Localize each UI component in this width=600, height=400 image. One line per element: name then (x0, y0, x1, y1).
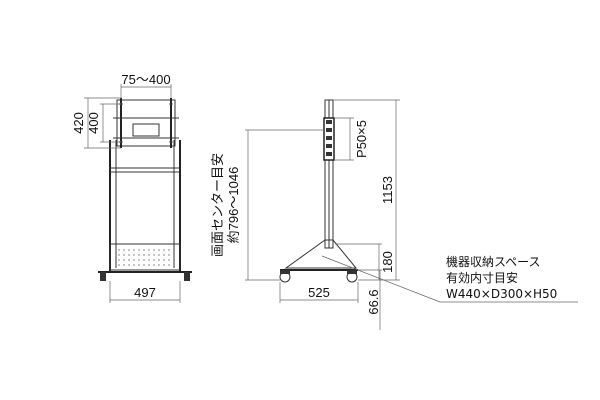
vesa-center-plate (132, 123, 160, 137)
pitch-label: P50×5 (354, 120, 369, 158)
side-caster-rear-mount (347, 270, 357, 274)
vesa-hole (169, 140, 173, 144)
height-420-label: 420 (71, 112, 86, 134)
vesa-bracket-outer (116, 99, 176, 147)
base-width-label: 497 (134, 285, 156, 300)
note-line-1: 機器収納スペース (446, 254, 541, 269)
front-storage-box (109, 243, 181, 271)
base-depth-label: 525 (308, 285, 330, 300)
front-storage-vents (118, 249, 172, 266)
equipment-space-note: 機器収納スペース 有効内寸目安 W440×D300×H50 (446, 254, 557, 301)
front-view: 75～400 420 400 497 (71, 72, 192, 303)
leader-line (321, 255, 441, 303)
side-caster-front-mount (280, 270, 290, 274)
front-caster-right (184, 272, 190, 281)
pole-height-label: 1153 (380, 176, 395, 204)
clearance-label: 66.6 (366, 289, 381, 314)
side-pitch-holes (326, 120, 332, 156)
base-height-label: 180 (380, 251, 395, 273)
center-height-range: 約796～1046 (226, 167, 241, 244)
height-400-label: 400 (86, 112, 101, 134)
side-view: 画面センター目安 約796～1046 P50×5 1153 180 525 66… (210, 99, 578, 330)
note-line-3: W440×D300×H50 (446, 287, 557, 301)
front-caster-left (100, 272, 106, 281)
side-base-foot (284, 239, 358, 269)
vesa-width-label: 75～400 (121, 72, 170, 87)
note-line-2: 有効内寸目安 (446, 270, 518, 285)
center-height-label: 画面センター目安 (210, 153, 225, 257)
vesa-hole (169, 102, 173, 106)
